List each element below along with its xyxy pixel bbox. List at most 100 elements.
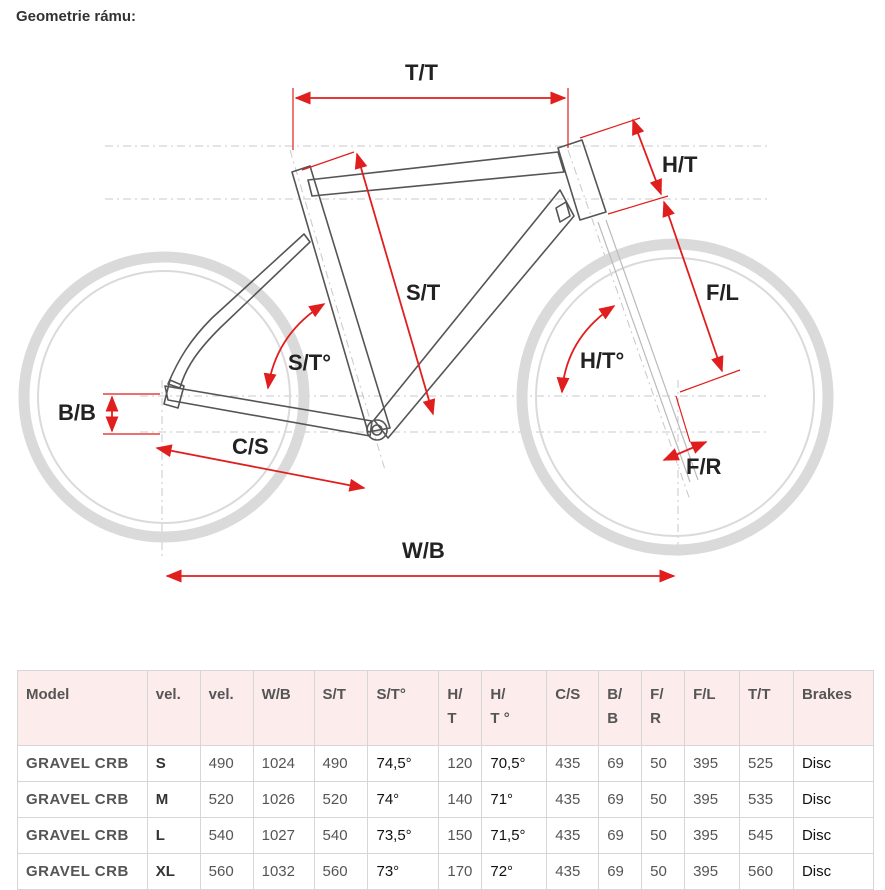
table-cell: 560 (199, 853, 254, 890)
column-header: S/T (313, 670, 369, 746)
table-cell: 69 (598, 781, 643, 818)
column-header-text: B/ (607, 686, 623, 703)
table-cell: 73,5° (367, 817, 440, 854)
column-header-text: vel. (208, 686, 234, 703)
table-cell: 1032 (252, 853, 315, 890)
column-header: F/R (641, 670, 686, 746)
column-header: W/B (252, 670, 315, 746)
page-title: Geometrie rámu: (16, 8, 137, 25)
table-cell: 120 (438, 745, 483, 782)
guide-lines (105, 145, 770, 560)
table-cell: 525 (739, 745, 794, 782)
column-header: B/B (598, 670, 643, 746)
table-cell: 520 (199, 781, 254, 818)
table-cell: 545 (739, 817, 794, 854)
column-header-text: F/ (650, 686, 664, 703)
table-cell: 50 (641, 817, 686, 854)
column-header: S/T° (367, 670, 440, 746)
column-header: C/S (546, 670, 600, 746)
fork (597, 219, 699, 483)
label-top-tube: T/T (405, 60, 439, 85)
label-seat-tube-angle: S/T° (288, 350, 331, 375)
column-header: Brakes (792, 670, 875, 746)
table-cell: 395 (684, 781, 741, 818)
table-cell: GRAVEL CRB (17, 853, 148, 890)
label-fork-rake: F/R (686, 454, 722, 479)
table-cell: 535 (739, 781, 794, 818)
table-cell: 490 (199, 745, 254, 782)
column-header: H/T (438, 670, 483, 746)
table-cell: L (146, 817, 201, 854)
frame-geometry-diagram: T/T H/T S/T F/L S/T° H/T° B/B C/S F/R W/… (18, 60, 834, 583)
column-header-text: T (447, 710, 457, 727)
column-header-text: Brakes (801, 686, 852, 703)
table-cell: Disc (792, 853, 875, 890)
table-cell: 435 (546, 853, 600, 890)
table-cell: 70,5° (481, 745, 548, 782)
table-cell: 540 (199, 817, 254, 854)
table-cell: M (146, 781, 201, 818)
table-cell: 1027 (252, 817, 315, 854)
table-cell: 435 (546, 781, 600, 818)
table-cell: 73° (367, 853, 440, 890)
table-cell: Disc (792, 745, 875, 782)
table-cell: 1026 (252, 781, 315, 818)
column-header-text: C/S (555, 686, 581, 703)
column-header-text: T/T (748, 686, 771, 703)
column-header-text: W/B (261, 686, 291, 703)
table-cell: 69 (598, 817, 643, 854)
bike-frame (163, 139, 607, 441)
table-cell: GRAVEL CRB (17, 745, 148, 782)
table-cell: GRAVEL CRB (17, 781, 148, 818)
column-header: F/L (684, 670, 741, 746)
column-header-text: S/T° (376, 686, 406, 703)
table-cell: Disc (792, 817, 875, 854)
table-cell: XL (146, 853, 201, 890)
column-header: Model (17, 670, 148, 746)
table-cell: 1024 (252, 745, 315, 782)
table-cell: 395 (684, 745, 741, 782)
table-cell: 69 (598, 853, 643, 890)
table-cell: 435 (546, 745, 600, 782)
table-cell: 395 (684, 853, 741, 890)
column-header-text: vel. (155, 686, 181, 703)
label-chainstay: C/S (232, 434, 269, 459)
table-cell: Disc (792, 781, 875, 818)
label-bb-drop: B/B (58, 400, 96, 425)
column-header-text: R (650, 710, 661, 727)
table-cell: 560 (739, 853, 794, 890)
table-cell: 435 (546, 817, 600, 854)
table-cell: 150 (438, 817, 483, 854)
table-cell: 69 (598, 745, 643, 782)
column-header-text: H/ (490, 686, 506, 703)
label-head-tube: H/T (662, 152, 698, 177)
label-wheelbase: W/B (402, 538, 445, 563)
rear-wheel (18, 251, 310, 543)
column-header-text: F/L (693, 686, 716, 703)
table-cell: 490 (313, 745, 369, 782)
column-header: T/T (739, 670, 794, 746)
table-cell: 520 (313, 781, 369, 818)
table-cell: GRAVEL CRB (17, 817, 148, 854)
table-cell: 72° (481, 853, 548, 890)
table-cell: 140 (438, 781, 483, 818)
table-cell: 71° (481, 781, 548, 818)
table-cell: 170 (438, 853, 483, 890)
table-cell: 560 (313, 853, 369, 890)
table-cell: 74° (367, 781, 440, 818)
table-cell: 74,5° (367, 745, 440, 782)
column-header-text: Model (26, 686, 70, 703)
column-header-text: T ° (490, 710, 510, 727)
dimension-lines (103, 88, 741, 583)
table-cell: 71,5° (481, 817, 548, 854)
label-head-tube-angle: H/T° (580, 348, 624, 373)
table-cell: 50 (641, 853, 686, 890)
column-header-text: H/ (447, 686, 463, 703)
front-wheel (516, 238, 834, 556)
